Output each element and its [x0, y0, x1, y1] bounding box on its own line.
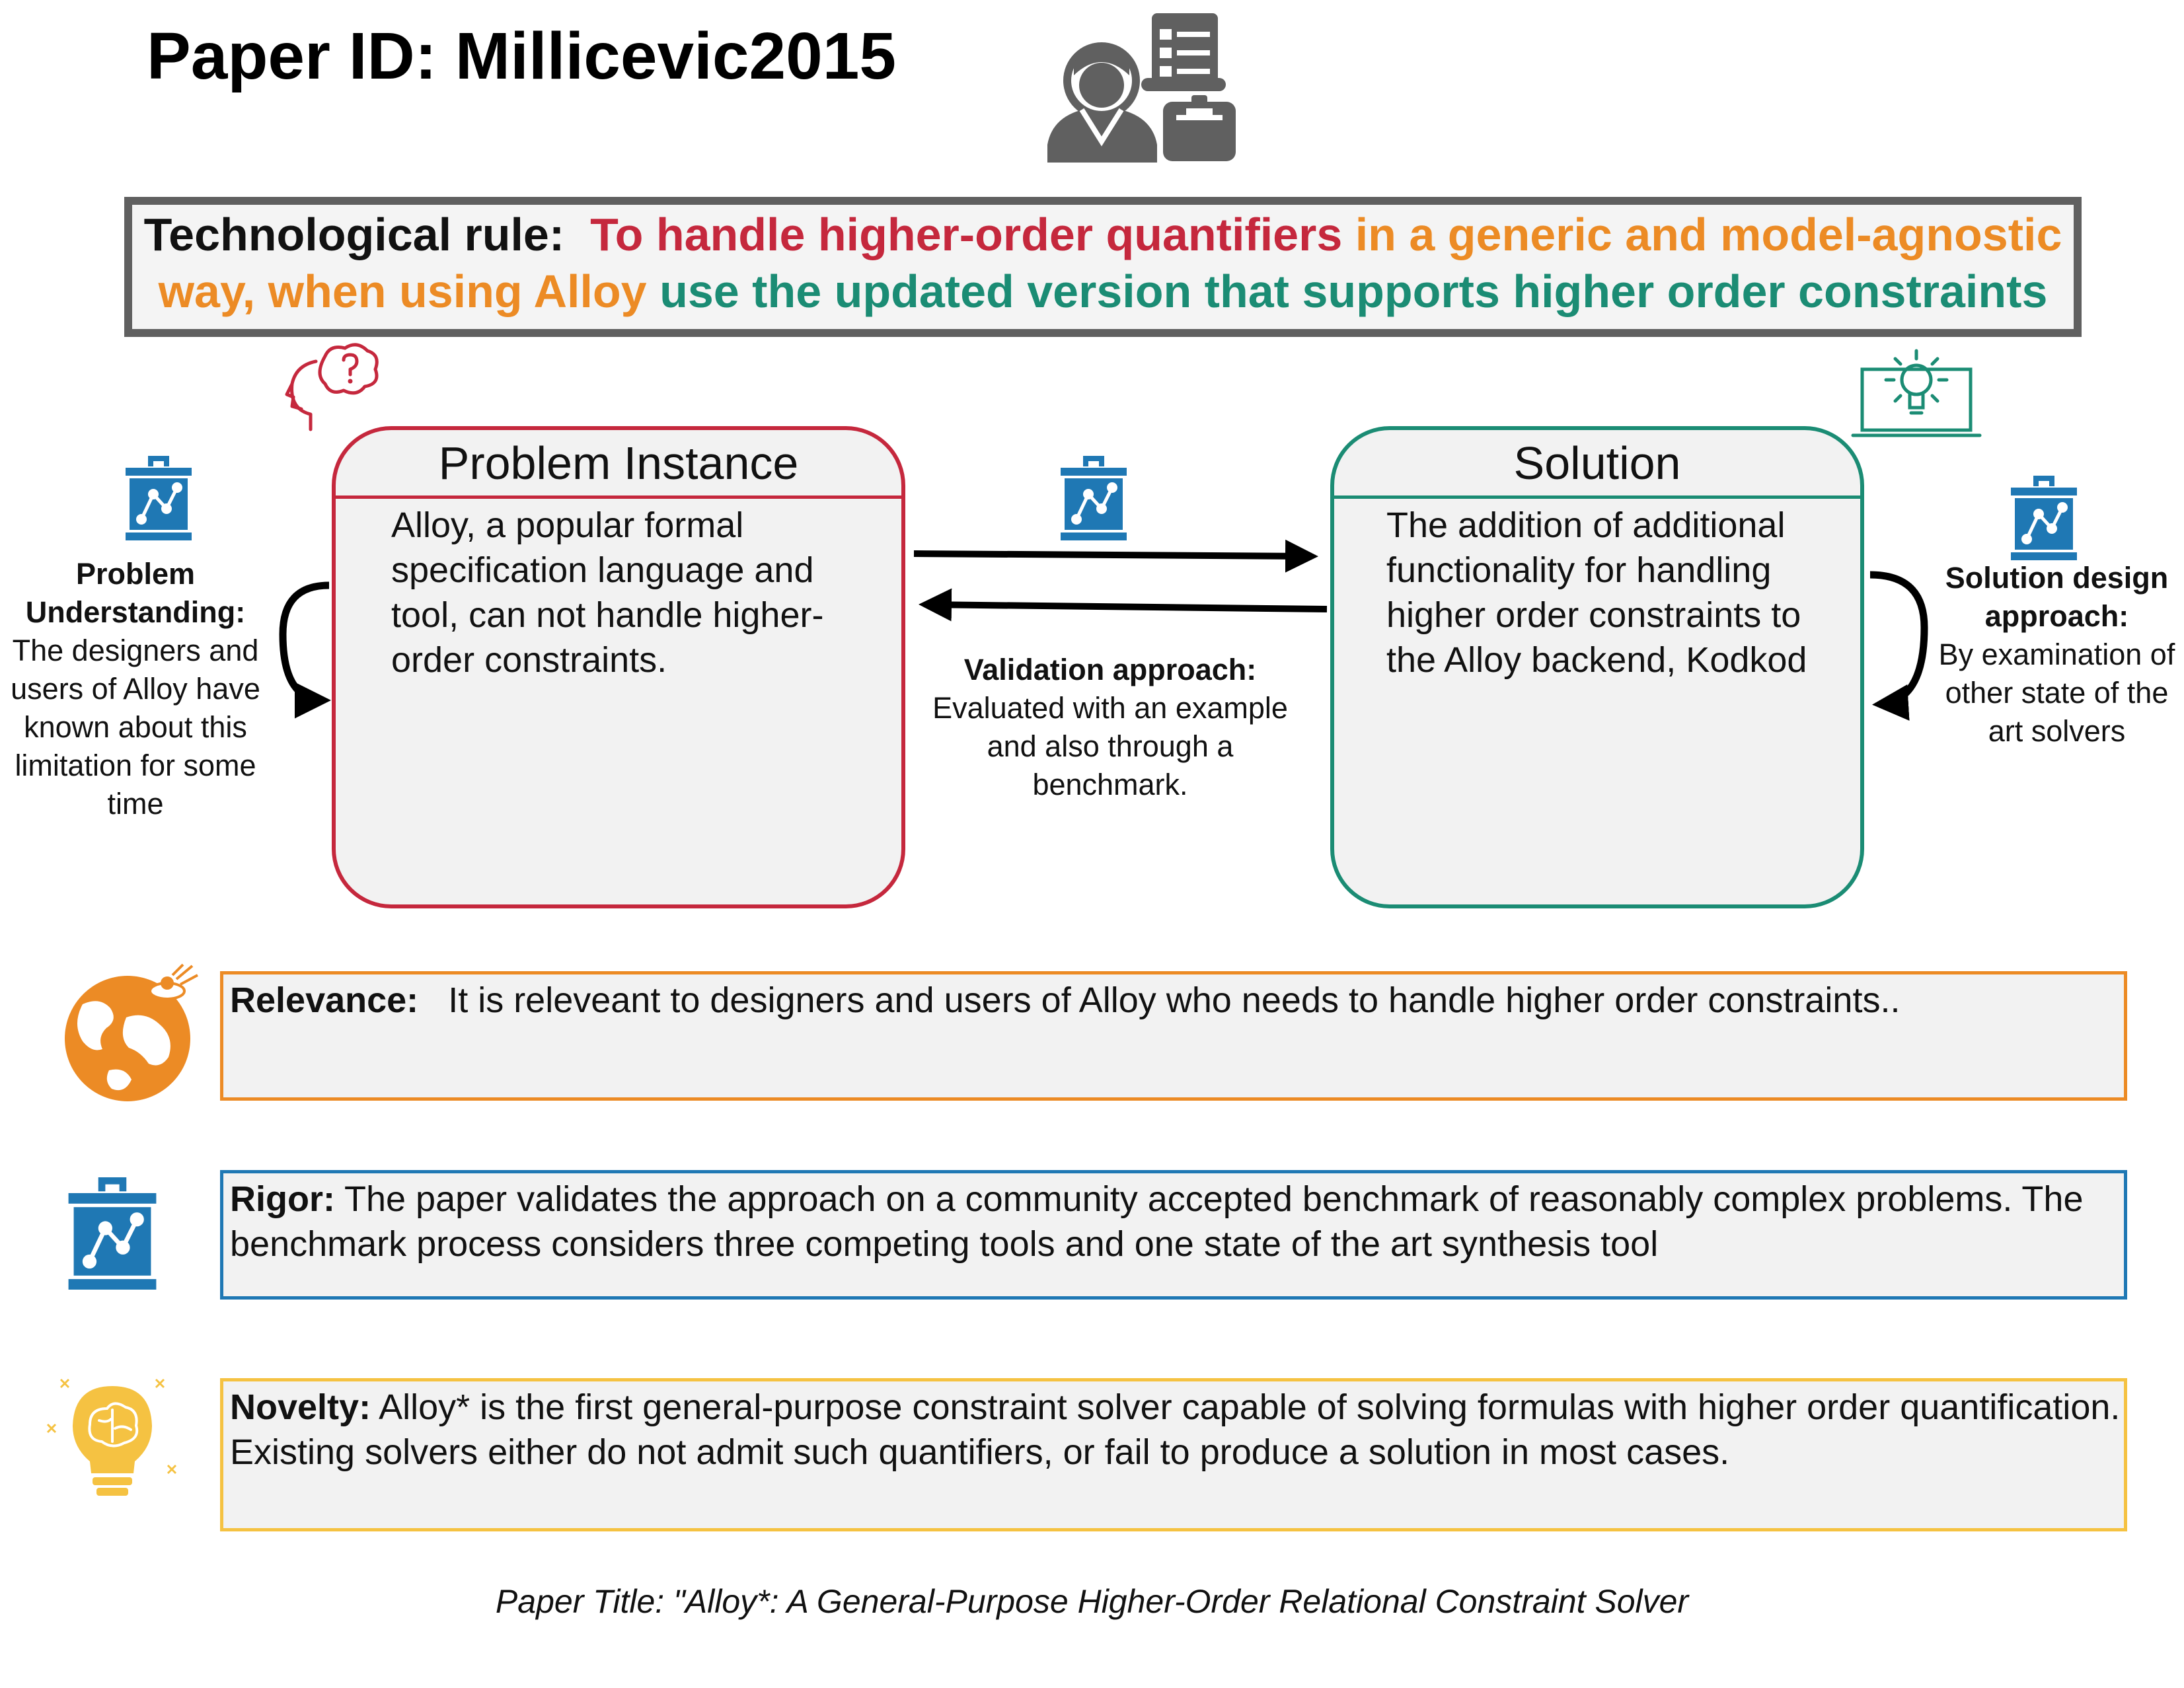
solution-design-text: By examination of other state of the art…	[1938, 638, 2175, 748]
technological-rule-problem: To handle higher-order quantifiers	[590, 209, 1343, 260]
validation-approach-note: Validation approach: Evaluated with an e…	[905, 651, 1315, 804]
technological-rule-label: Technological rule:	[143, 209, 565, 260]
solution-title: Solution	[1334, 430, 1860, 499]
lightbulb-laptop-icon	[1851, 349, 1982, 437]
solution-text: The addition of additional functionality…	[1386, 505, 1807, 680]
rigor-box: Rigor: The paper validates the approach …	[220, 1170, 2127, 1300]
problem-understanding-loop-arrow	[279, 581, 331, 719]
problem-understanding-text: The designers and users of Alloy have kn…	[11, 634, 260, 821]
rigor-label: Rigor:	[230, 1179, 335, 1219]
technological-rule-context: in a generic and model-agnostic way, whe…	[158, 209, 2062, 317]
rigor-text: The paper validates the approach on a co…	[230, 1179, 2084, 1264]
problem-understanding-label: Problem Understanding:	[25, 557, 246, 629]
relevance-text: It is releveant to designers and users o…	[448, 980, 1901, 1020]
solution-design-note: Solution design approach: By examination…	[1930, 559, 2184, 751]
technological-rule-box: Technological rule: To handle higher-ord…	[124, 197, 2082, 337]
solution-design-loop-arrow	[1869, 571, 1928, 721]
problem-instance-title: Problem Instance	[336, 430, 901, 499]
problem-understanding-note: Problem Understanding: The designers and…	[0, 555, 271, 823]
relevance-label: Relevance:	[230, 980, 419, 1020]
novelty-box: Novelty: Alloy* is the first general-pur…	[220, 1378, 2127, 1531]
analytics-icon	[2011, 476, 2077, 560]
technological-rule-solution: use the updated version that supports hi…	[659, 266, 2048, 317]
analytics-icon	[1061, 456, 1127, 540]
analytics-icon	[126, 456, 192, 540]
novelty-label: Novelty:	[230, 1387, 371, 1427]
paper-id-title: Paper ID: Millicevic2015	[147, 19, 896, 93]
validation-approach-label: Validation approach:	[963, 653, 1257, 686]
forward-arrow	[913, 539, 1318, 573]
validation-approach-text: Evaluated with an example and also throu…	[932, 691, 1288, 801]
analytics-icon	[68, 1177, 157, 1290]
problem-instance-text: Alloy, a popular formal specification la…	[391, 505, 824, 680]
problem-instance-panel: Problem Instance Alloy, a popular formal…	[332, 426, 905, 908]
solution-panel: Solution The addition of additional func…	[1330, 426, 1864, 908]
thinking-head-icon	[285, 343, 379, 431]
researcher-icon	[1047, 13, 1236, 163]
novelty-text: Alloy* is the first general-purpose cons…	[230, 1387, 2121, 1472]
lightbulb-brain-icon	[46, 1378, 177, 1496]
backward-arrow	[919, 588, 1328, 622]
solution-design-label: Solution design approach:	[1945, 561, 2169, 633]
globe-icon	[65, 963, 198, 1101]
paper-title: Paper Title: "Alloy*: A General-Purpose …	[495, 1583, 1689, 1620]
relevance-box: Relevance: It is releveant to designers …	[220, 971, 2127, 1101]
